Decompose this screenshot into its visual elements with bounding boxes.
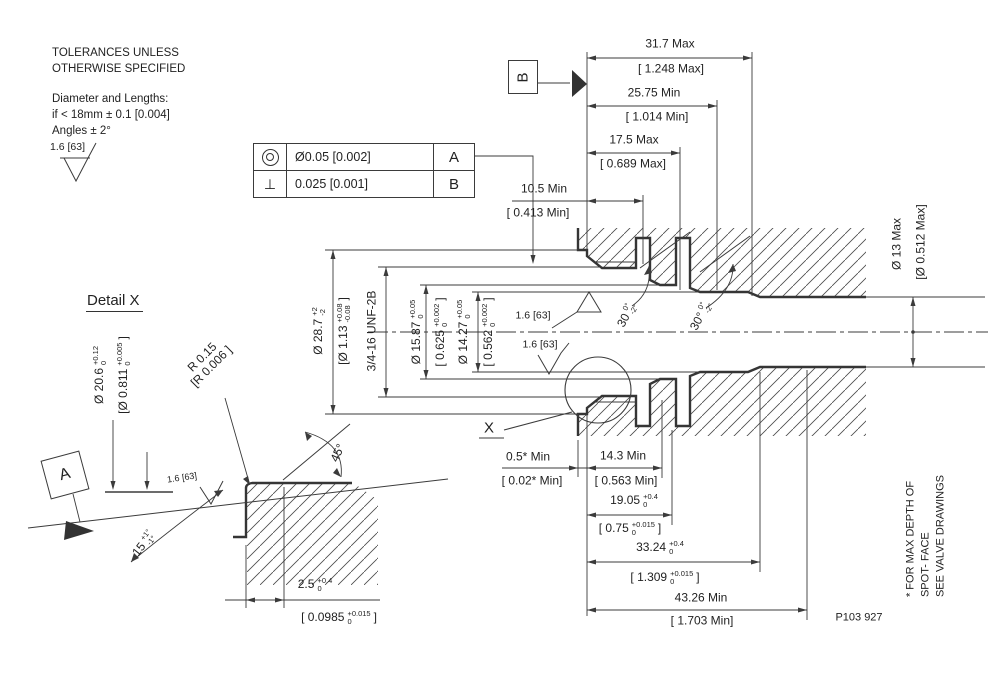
extension-lines [112,52,808,620]
dim-19-05-mm-val: 19.05 [610,493,641,508]
object-lines-thin [27,231,985,529]
general-finish-label: 1.6 [63] [50,141,86,153]
section-hatching [247,228,866,585]
dim-15-87-mm-val: Ø 15.87 [409,321,424,365]
thread-callout: 3/4-16 UNF-2B [364,290,379,372]
fcf-datum-a-ref: A [433,144,474,170]
datum-b-flag: B [508,60,538,94]
dim-25-75-mm: 25.75 Min [627,85,681,100]
dim-20-6-mm-val: Ø 20.6 [92,367,107,405]
dim-43-26-mm: 43.26 Min [674,590,728,605]
footnote-line1: * FOR MAX DEPTH OF [904,480,917,598]
tolerance-note-block: TOLERANCES UNLESS OTHERWISE SPECIFIED Di… [52,45,185,139]
datum-triangles [64,70,587,540]
finish-symbol-detail [199,480,224,505]
dim-17-5-mm: 17.5 Max [609,132,659,147]
finish-symbol-bore-bottom [537,342,570,376]
dim-0-5-mm: 0.5* Min [505,449,551,464]
dim-14-27-mm-val: Ø 14.27 [456,321,471,365]
document-number: P103 927 [835,611,883,624]
dim-14-3-in: [ 0.563 Min] [594,473,658,488]
finish-symbol-bore-top [576,291,602,313]
dim-15-87-in-val: [ 0.625 [433,329,448,367]
dim-13-in: [Ø 0.512 Max] [913,204,928,280]
tolerance-note-line2: OTHERWISE SPECIFIED [52,63,186,75]
dim-20-6-in-val: [Ø 0.811 [116,368,131,414]
detail-x-marker: X [483,419,495,437]
datum-a-triangle [64,521,94,540]
detail-view-title: Detail X [86,292,143,312]
note-gap [52,77,185,91]
dim-17-5-in: [ 0.689 Max] [599,156,667,171]
fcf-row-concentricity: Ø0.05 [0.002] A [254,144,474,170]
surface-finish-symbols [60,142,602,505]
tolerance-note-line4: if < 18mm ± 0.1 [0.004] [52,109,170,121]
arrowheads [110,55,916,613]
dim-14-27-in-val: [ 0.562 [481,329,496,367]
detail-circle [479,356,632,439]
spotface-footnote: * FOR MAX DEPTH OF SPOT- FACE SEE VALVE … [904,475,949,597]
dim-13-mm: Ø 13 Max [889,217,904,271]
footnote-line2: SPOT- FACE [919,532,932,598]
tolerance-note-line5: Angles ± 2° [52,125,111,137]
dim-2-5-mm-val: 2.5 [297,577,315,592]
dim-28-7-mm: Ø 28.7+2-2 [310,307,327,355]
dim-31-7-mm: 31.7 Max [645,36,695,51]
dim-2-5-in-val: [ 0.0985 [301,610,345,625]
dim-31-7-in: [ 1.248 Max] [637,61,705,76]
datum-a-letter: A [57,464,73,485]
finish-symbol-general [60,142,97,183]
dim-10-5-mm: 10.5 Min [520,181,568,196]
finish-label-bore-top: 1.6 [63] [515,309,551,322]
dim-10-5-in: [ 0.413 Min] [506,205,570,220]
dim-19-05-in-val: [ 0.75 [598,521,629,536]
bore-profile [233,228,866,539]
dim-33-24-in-val: [ 1.309 [630,570,668,585]
fcf-perpendicularity-value: 0.025 [0.001] [295,177,368,191]
dim-33-24-mm-val: 33.24 [636,540,667,555]
concentricity-icon [254,144,287,170]
dim-14-3-mm: 14.3 Min [599,448,647,463]
tolerance-note-line1: TOLERANCES UNLESS [52,47,179,59]
dim-28-7-in: [Ø 1.13+0.08-0.08] [335,297,352,365]
fcf-datum-b-ref: B [433,171,474,197]
dim-25-75-in: [ 1.014 Min] [625,109,689,124]
perpendicularity-icon: ⊥ [254,171,287,197]
fcf-concentricity-value: Ø0.05 [0.002] [295,150,371,164]
dim-28-7-mm-val: Ø 28.7 [311,318,326,355]
tolerance-note-line3: Diameter and Lengths: [52,93,169,105]
datum-b-letter: B [514,71,532,83]
footnote-line3: SEE VALVE DRAWINGS [934,474,947,598]
dim-43-26-in: [ 1.703 Min] [670,613,734,628]
fcf-row-perpendicularity: ⊥ 0.025 [0.001] B [254,170,474,197]
feature-control-frame: Ø0.05 [0.002] A ⊥ 0.025 [0.001] B [253,143,475,198]
finish-label-bore-bottom: 1.6 [63] [522,338,558,351]
dim-28-7-in-val: [Ø 1.13 [336,325,351,365]
dim-0-5-in: [ 0.02* Min] [501,473,563,488]
datum-b-triangle [572,70,587,97]
